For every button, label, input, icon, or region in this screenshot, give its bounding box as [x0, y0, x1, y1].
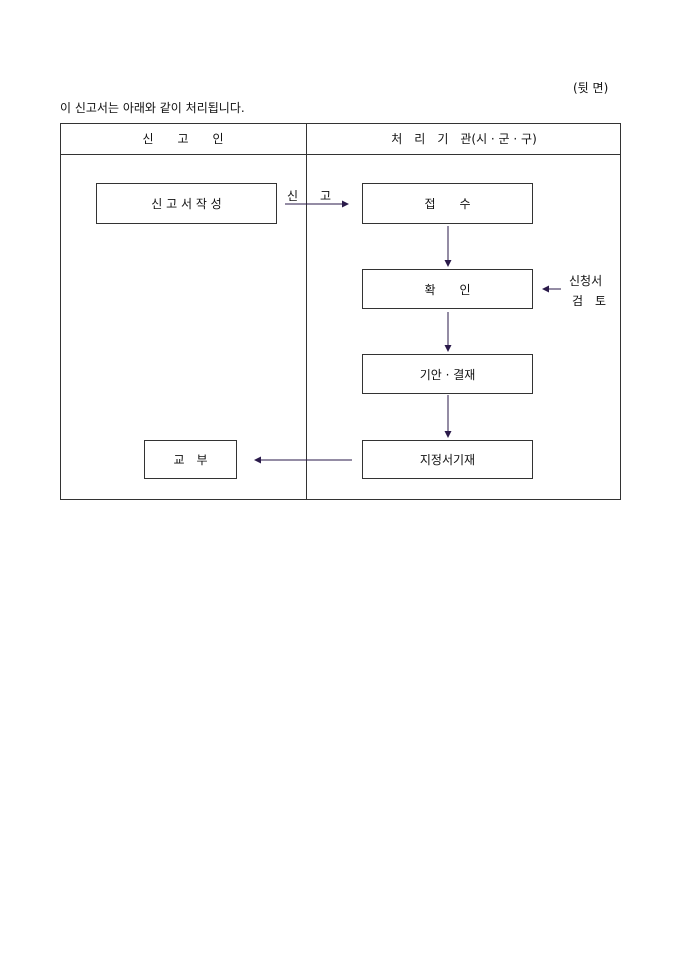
step-confirm: 확 인: [362, 269, 533, 309]
process-table: [60, 123, 621, 500]
step-issue: 교 부: [144, 440, 237, 479]
agency-header: 처 리 기 관(시 · 군 · 구): [391, 132, 537, 146]
step-record-certificate: 지정서기재: [362, 440, 533, 479]
column-divider: [306, 123, 307, 500]
applicant-header: 신 고 인: [142, 132, 224, 146]
step-receive: 접 수: [362, 183, 533, 224]
submit-label-2: 고: [320, 189, 332, 203]
intro-text: 이 신고서는 아래와 같이 처리됩니다.: [60, 101, 245, 115]
review-label-2: 검 토: [572, 294, 607, 308]
step-write-report: 신 고 서 작 성: [96, 183, 277, 224]
header-divider: [60, 154, 621, 155]
review-label-1: 신청서: [569, 274, 603, 288]
step-draft-approve: 기안 · 결재: [362, 354, 533, 394]
page-side-label: (뒷 면): [573, 81, 609, 95]
submit-label-1: 신: [287, 189, 299, 203]
